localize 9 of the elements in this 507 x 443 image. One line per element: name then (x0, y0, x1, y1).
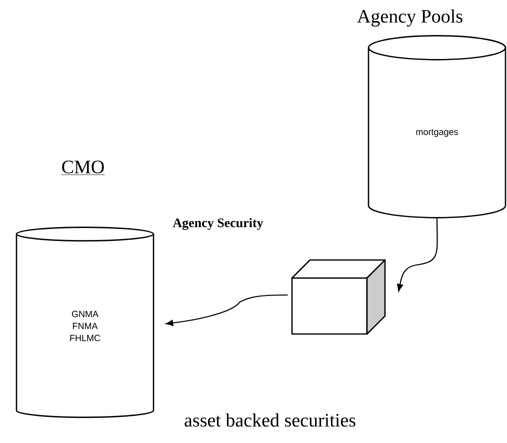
heading: CMO (61, 160, 105, 175)
storage-cylinder: GNMA FNMA FHLMC (16, 226, 154, 418)
storage-cylinder: mortgages (368, 35, 506, 218)
caption: Agency Security (172, 218, 264, 230)
caption: asset backed securities (184, 413, 356, 427)
arrow (396, 218, 438, 292)
heading: Agency Pools (357, 9, 462, 27)
cube (291, 259, 386, 335)
arrow (166, 294, 288, 326)
